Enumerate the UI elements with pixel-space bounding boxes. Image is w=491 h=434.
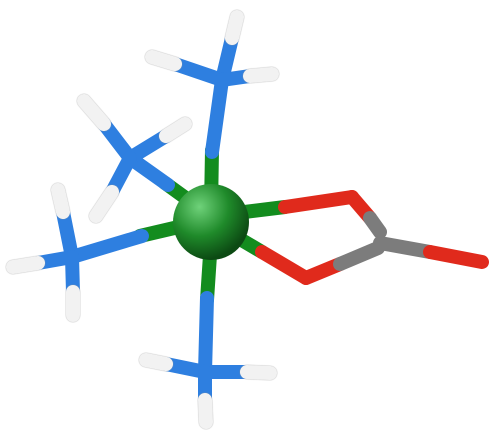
hydrogen-bottom-left (139, 353, 173, 371)
hydrogen-top-up (225, 10, 244, 45)
c-to-o-upper (363, 211, 387, 239)
c-to-o-lower (333, 241, 385, 271)
hydrogen-bottom-down (198, 393, 213, 429)
o-terminal (423, 245, 489, 269)
o-lower-stub (255, 245, 313, 285)
hydrogen-top-left (145, 50, 182, 71)
c-to-o-terminal (373, 236, 437, 259)
n-left-h-up (56, 205, 79, 264)
hydrogen-bottom-right (240, 365, 277, 380)
n-top-stem (205, 73, 229, 159)
carbonate-ligand (221, 190, 489, 285)
n-upper-left-h-b (123, 129, 173, 165)
n-upper-left-stem (123, 151, 175, 192)
hydrogen-left-left (6, 256, 45, 274)
hydrogen-upper-left-c (89, 185, 119, 223)
hydrogen-upper-left-a (77, 94, 111, 131)
n-top-h-left (168, 57, 229, 87)
n-left-stem (65, 229, 149, 264)
hydrogen-left-up (51, 183, 70, 219)
n-upper-left-h-a (97, 117, 137, 165)
ammonia-bottom (139, 233, 277, 429)
hydrogen-top-right (243, 67, 279, 83)
ammonia-top (145, 10, 279, 215)
hydrogen-upper-left-b (159, 117, 192, 143)
n-bottom-stem (198, 291, 214, 379)
metal-atom (173, 184, 249, 260)
o-upper-stub (278, 190, 359, 214)
